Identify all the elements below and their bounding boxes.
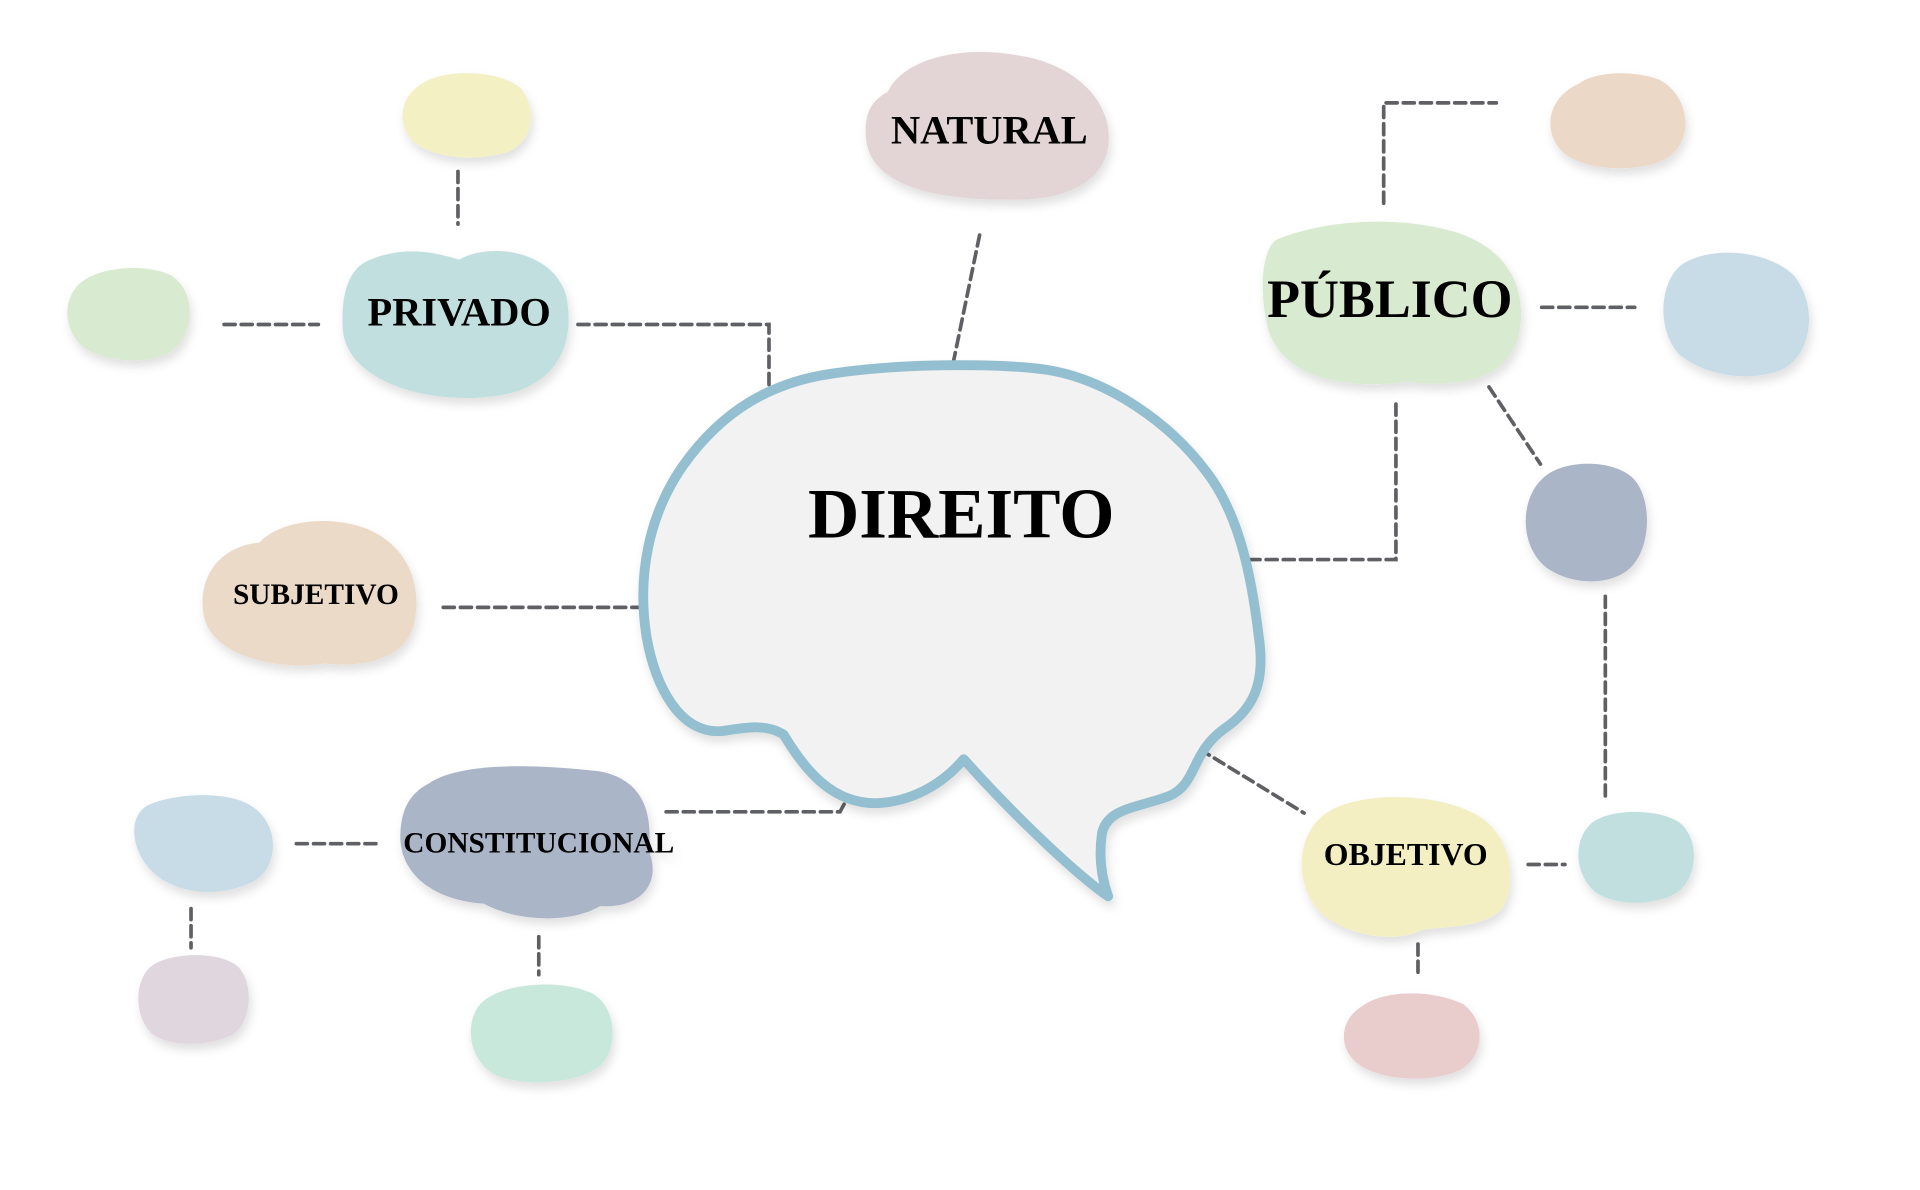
node-natural[interactable]: NATURAL	[865, 52, 1109, 200]
node-objetivo-blob	[1301, 797, 1511, 937]
node-publico-blob	[1262, 221, 1522, 385]
node-privado-blob	[342, 251, 569, 399]
satellite-constitucional-left-bottom[interactable]	[138, 955, 249, 1044]
node-publico-label: PÚBLICO	[1267, 269, 1512, 329]
connector-publico-diag	[1487, 385, 1543, 466]
satellite-nodes	[67, 73, 1810, 1083]
satellite-publico-top[interactable]	[1550, 73, 1686, 169]
satellite-objetivo-bottom[interactable]	[1343, 993, 1480, 1079]
central-node-label: DIREITO	[808, 475, 1115, 553]
node-natural-label: NATURAL	[891, 107, 1088, 152]
node-privado[interactable]: PRIVADO	[342, 251, 569, 399]
connector-publico-top	[1381, 101, 1499, 206]
node-publico[interactable]: PÚBLICO	[1262, 221, 1522, 385]
node-constitucional[interactable]: CONSTITUCIONAL	[400, 766, 674, 919]
satellite-constitucional-bottom[interactable]	[470, 984, 613, 1083]
node-constitucional-label: CONSTITUCIONAL	[403, 828, 674, 860]
node-privado-label: PRIVADO	[368, 290, 551, 335]
central-node-direito[interactable]: DIREITO	[638, 360, 1266, 902]
satellite-publico-bottom-right[interactable]	[1525, 463, 1647, 582]
satellite-publico-right[interactable]	[1663, 252, 1810, 377]
node-subjetivo[interactable]: SUBJETIVO	[202, 520, 417, 666]
node-natural-blob	[865, 52, 1109, 200]
node-subjetivo-blob	[202, 520, 417, 666]
satellite-constitucional-left[interactable]	[134, 795, 273, 892]
satellite-privado-top[interactable]	[402, 73, 532, 158]
satellite-objetivo-right[interactable]	[1578, 811, 1694, 903]
node-subjetivo-label: SUBJETIVO	[233, 579, 399, 611]
node-constitucional-blob	[400, 766, 653, 919]
brain-bubble-shape	[638, 360, 1266, 902]
node-objetivo[interactable]: OBJETIVO	[1301, 797, 1511, 937]
node-objetivo-label: OBJETIVO	[1324, 837, 1488, 872]
satellite-privado-left[interactable]	[67, 267, 190, 361]
